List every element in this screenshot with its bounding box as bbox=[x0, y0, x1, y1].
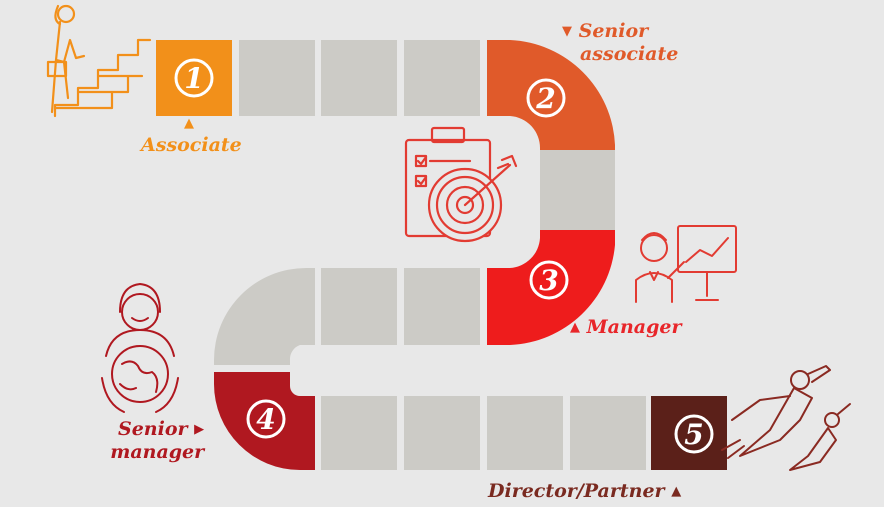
label-senior-manager: Senior ▶ manager bbox=[96, 418, 204, 463]
triangle-down-icon: ▼ bbox=[562, 24, 572, 39]
climbing-stairs-icon bbox=[46, 4, 152, 118]
track-tile bbox=[239, 40, 315, 116]
track-tile bbox=[321, 40, 397, 116]
track-tile bbox=[321, 396, 397, 470]
step-2-badge: 2 bbox=[526, 78, 566, 118]
track-tile bbox=[321, 268, 397, 345]
step-3-badge: 3 bbox=[529, 260, 569, 300]
step-2-tile bbox=[487, 40, 615, 150]
track-tile bbox=[404, 396, 480, 470]
step-2-number: 2 bbox=[535, 82, 555, 115]
step-1-badge: 1 bbox=[174, 58, 214, 98]
track-tile bbox=[404, 268, 480, 345]
label-director-partner-text: Director/Partner bbox=[488, 480, 665, 502]
track-tile bbox=[404, 40, 480, 116]
label-director-partner: Director/Partner ▲ bbox=[488, 480, 681, 503]
label-senior-associate-line2: associate bbox=[580, 43, 679, 65]
track-tile bbox=[487, 396, 563, 470]
triangle-up-icon: ▲ bbox=[184, 116, 194, 131]
step-1-tile bbox=[156, 40, 232, 116]
step-4-tile bbox=[214, 372, 315, 470]
triangle-right-icon: ▶ bbox=[194, 422, 205, 437]
triangle-up-icon: ▲ bbox=[570, 320, 580, 335]
label-senior-associate-line1: Senior bbox=[578, 20, 649, 42]
label-senior-manager-line2: manager bbox=[110, 441, 205, 463]
track-tile bbox=[540, 150, 615, 230]
label-associate: Associate bbox=[141, 134, 242, 156]
step-1-number: 1 bbox=[184, 62, 203, 95]
target-clipboard-icon bbox=[404, 126, 518, 243]
step-3-tile bbox=[487, 230, 615, 345]
presenter-icon bbox=[635, 225, 737, 303]
track-tile bbox=[570, 396, 646, 470]
track-tile bbox=[214, 268, 315, 365]
label-senior-associate: ▼ Senior associate bbox=[562, 20, 678, 65]
step-5-tile bbox=[651, 396, 727, 470]
step-4-badge: 4 bbox=[246, 399, 286, 439]
superhero-icon bbox=[721, 365, 851, 471]
triangle-up-icon: ▲ bbox=[671, 484, 682, 499]
label-manager: ▲ Manager bbox=[570, 316, 681, 339]
label-senior-manager-line1: Senior bbox=[118, 418, 188, 440]
globe-person-icon bbox=[101, 283, 179, 413]
step-5-number: 5 bbox=[684, 418, 703, 451]
step-3-number: 3 bbox=[539, 264, 558, 297]
label-manager-text: Manager bbox=[586, 316, 682, 338]
step-5-badge: 5 bbox=[674, 414, 714, 454]
step-4-number: 4 bbox=[256, 403, 275, 436]
